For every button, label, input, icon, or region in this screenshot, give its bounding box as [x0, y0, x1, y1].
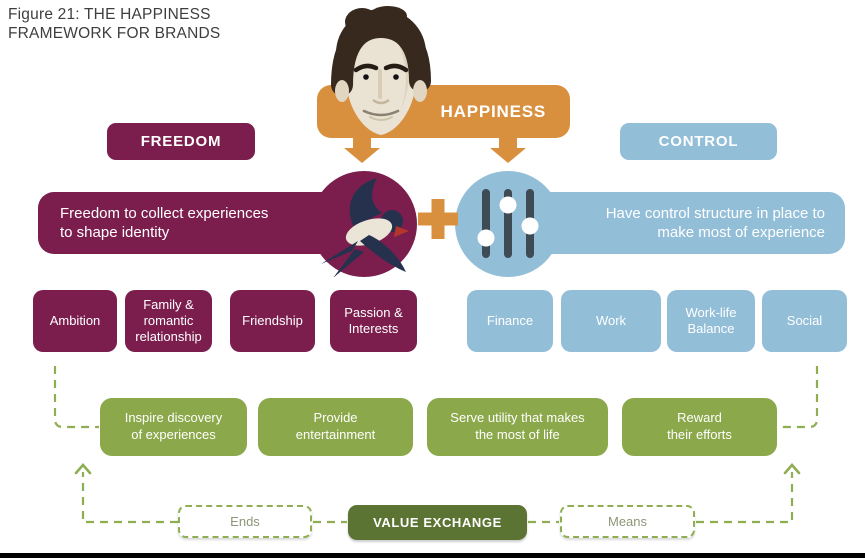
factor-worklife: Work-life Balance [667, 290, 755, 352]
action-provide-entertainment: Provide entertainment [258, 398, 413, 456]
action-inspire-discovery: Inspire discovery of experiences [100, 398, 247, 456]
factor-friendship: Friendship [230, 290, 315, 352]
factor-passion: Passion & Interests [330, 290, 417, 352]
factor-ambition: Ambition [33, 290, 117, 352]
swallow-bird-icon [321, 178, 409, 277]
figure-title-line2: FRAMEWORK FOR BRANDS [8, 25, 221, 43]
action-reward-efforts: Reward their efforts [622, 398, 777, 456]
freedom-description-pill: Freedom to collect experiences to shape … [38, 192, 340, 254]
control-desc-line2: make most of experience [657, 224, 825, 241]
means-label: Means [607, 514, 648, 529]
happiness-label: HAPPINESS [440, 101, 546, 121]
arrowhead-up-left [74, 463, 92, 475]
factor-work: Work [561, 290, 661, 352]
ends-label: Ends [230, 514, 260, 529]
freedom-circle [311, 171, 417, 277]
plus-icon [418, 199, 458, 239]
control-badge: CONTROL [620, 123, 777, 160]
factor-social: Social [762, 290, 847, 352]
figure-title-line1: Figure 21: THE HAPPINESS [8, 6, 211, 23]
factor-family: Family & romantic relationship [125, 290, 212, 352]
man-face-icon [331, 6, 431, 135]
freedom-badge-label: FREEDOM [140, 133, 222, 150]
means-box: Means [560, 505, 695, 538]
value-exchange-box: VALUE EXCHANGE [348, 505, 527, 540]
control-desc-line1: Have control structure in place to [605, 204, 825, 222]
figure-title: Figure 21: THE HAPPINESS FRAMEWORK FOR B… [8, 5, 220, 44]
bottom-divider [0, 553, 865, 558]
value-exchange-label: VALUE EXCHANGE [373, 515, 502, 530]
control-circle [455, 171, 561, 277]
control-description-pill: Have control structure in place to make … [520, 192, 845, 254]
ends-box: Ends [178, 505, 312, 538]
control-sliders-icon [477, 189, 539, 258]
factor-finance: Finance [467, 290, 553, 352]
freedom-badge: FREEDOM [107, 123, 255, 160]
arrowhead-up-right [783, 463, 801, 475]
dash-left-to-action [53, 366, 99, 429]
control-badge-label: CONTROL [658, 133, 739, 150]
dash-right-to-action [775, 366, 819, 429]
dash-means-up-right [696, 472, 794, 524]
freedom-desc-line1: Freedom to collect experiences [60, 204, 269, 222]
freedom-desc-line2: to shape identity [60, 224, 170, 241]
action-serve-utility: Serve utility that makes the most of lif… [427, 398, 608, 456]
dash-ends-up-left [81, 472, 178, 524]
